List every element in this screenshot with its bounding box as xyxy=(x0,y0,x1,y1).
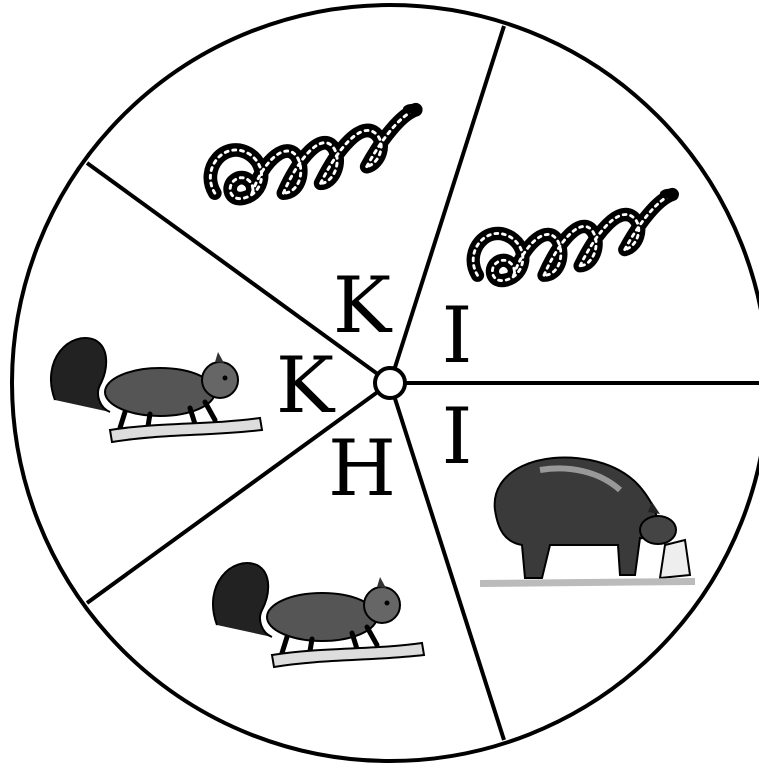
wheel-graphic xyxy=(12,5,759,761)
segment-letter: H xyxy=(328,424,396,514)
segment-letter: I xyxy=(442,291,473,381)
segment-letter: I xyxy=(442,392,473,482)
segment-letter: K xyxy=(333,261,393,351)
segment-letter: K xyxy=(276,341,336,431)
center-hub xyxy=(375,368,405,398)
